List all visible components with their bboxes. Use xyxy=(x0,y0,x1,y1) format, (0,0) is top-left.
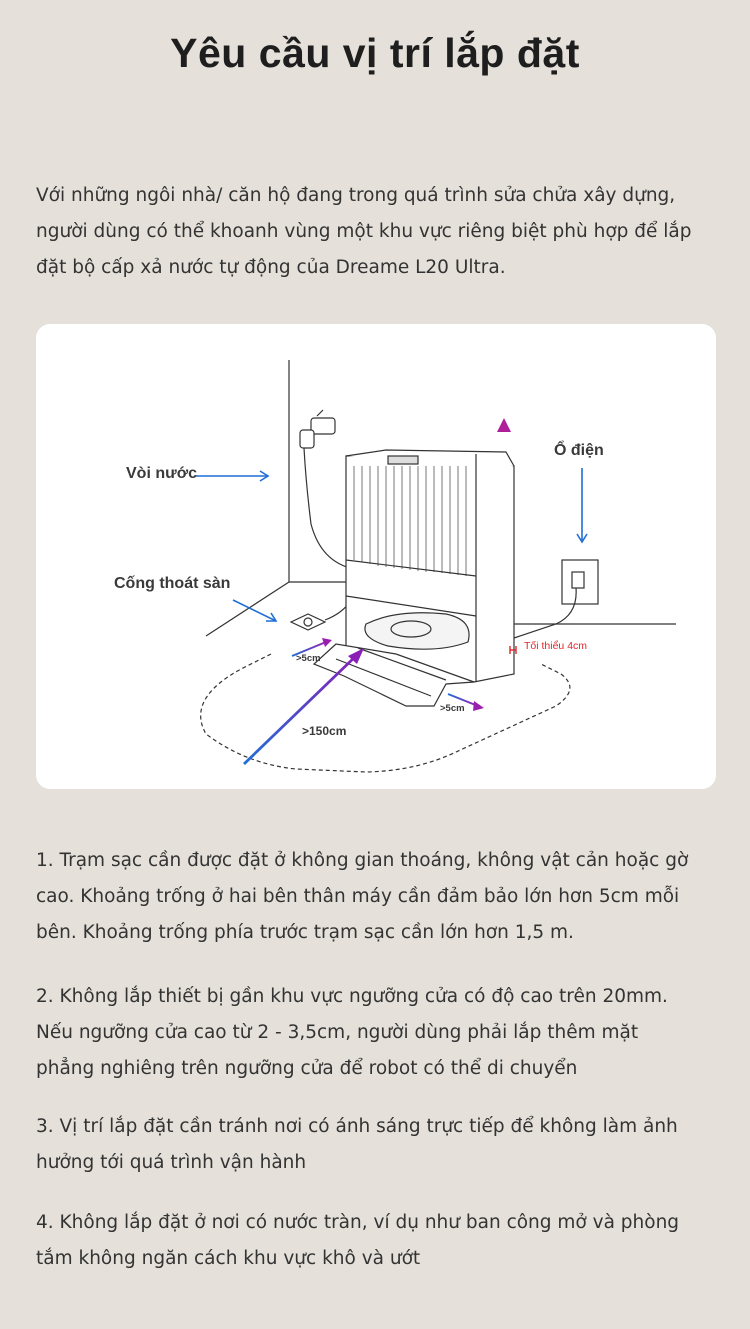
paragraph-3: 3. Vị trí lắp đặt cần tránh nơi có ánh s… xyxy=(36,1116,678,1173)
floor-drain-icon xyxy=(289,593,352,631)
diagram-illustration xyxy=(196,360,676,773)
faucet-icon xyxy=(299,409,355,570)
installation-diagram: Vòi nước Cống thoát sàn Ổ điện >5cm >5cm… xyxy=(36,324,716,789)
intro-text: Với những ngôi nhà/ căn hộ đang trong qu… xyxy=(36,185,692,278)
room-lines xyxy=(200,360,676,773)
min-gap-label: Tối thiểu 4cm xyxy=(524,640,588,652)
side-right-label: >5cm xyxy=(440,703,465,714)
diagram-arrows xyxy=(196,418,588,766)
floor-drain-label: Cống thoát sàn xyxy=(114,575,231,592)
faucet-label: Vòi nước xyxy=(126,465,197,482)
page-title: Yêu cầu vị trí lắp đặt xyxy=(170,30,580,76)
front-clearance-label: >150cm xyxy=(302,724,347,738)
power-outlet-icon xyxy=(513,559,599,639)
power-outlet-label: Ổ điện xyxy=(554,442,604,459)
paragraph-1: 1. Trạm sạc cần được đặt ở không gian th… xyxy=(36,850,689,943)
paragraph-4: 4. Không lắp đặt ở nơi có nước tràn, ví … xyxy=(36,1212,680,1269)
side-left-label: >5cm xyxy=(296,653,321,664)
paragraph-2: 2. Không lắp thiết bị gần khu vực ngưỡng… xyxy=(36,986,668,1079)
